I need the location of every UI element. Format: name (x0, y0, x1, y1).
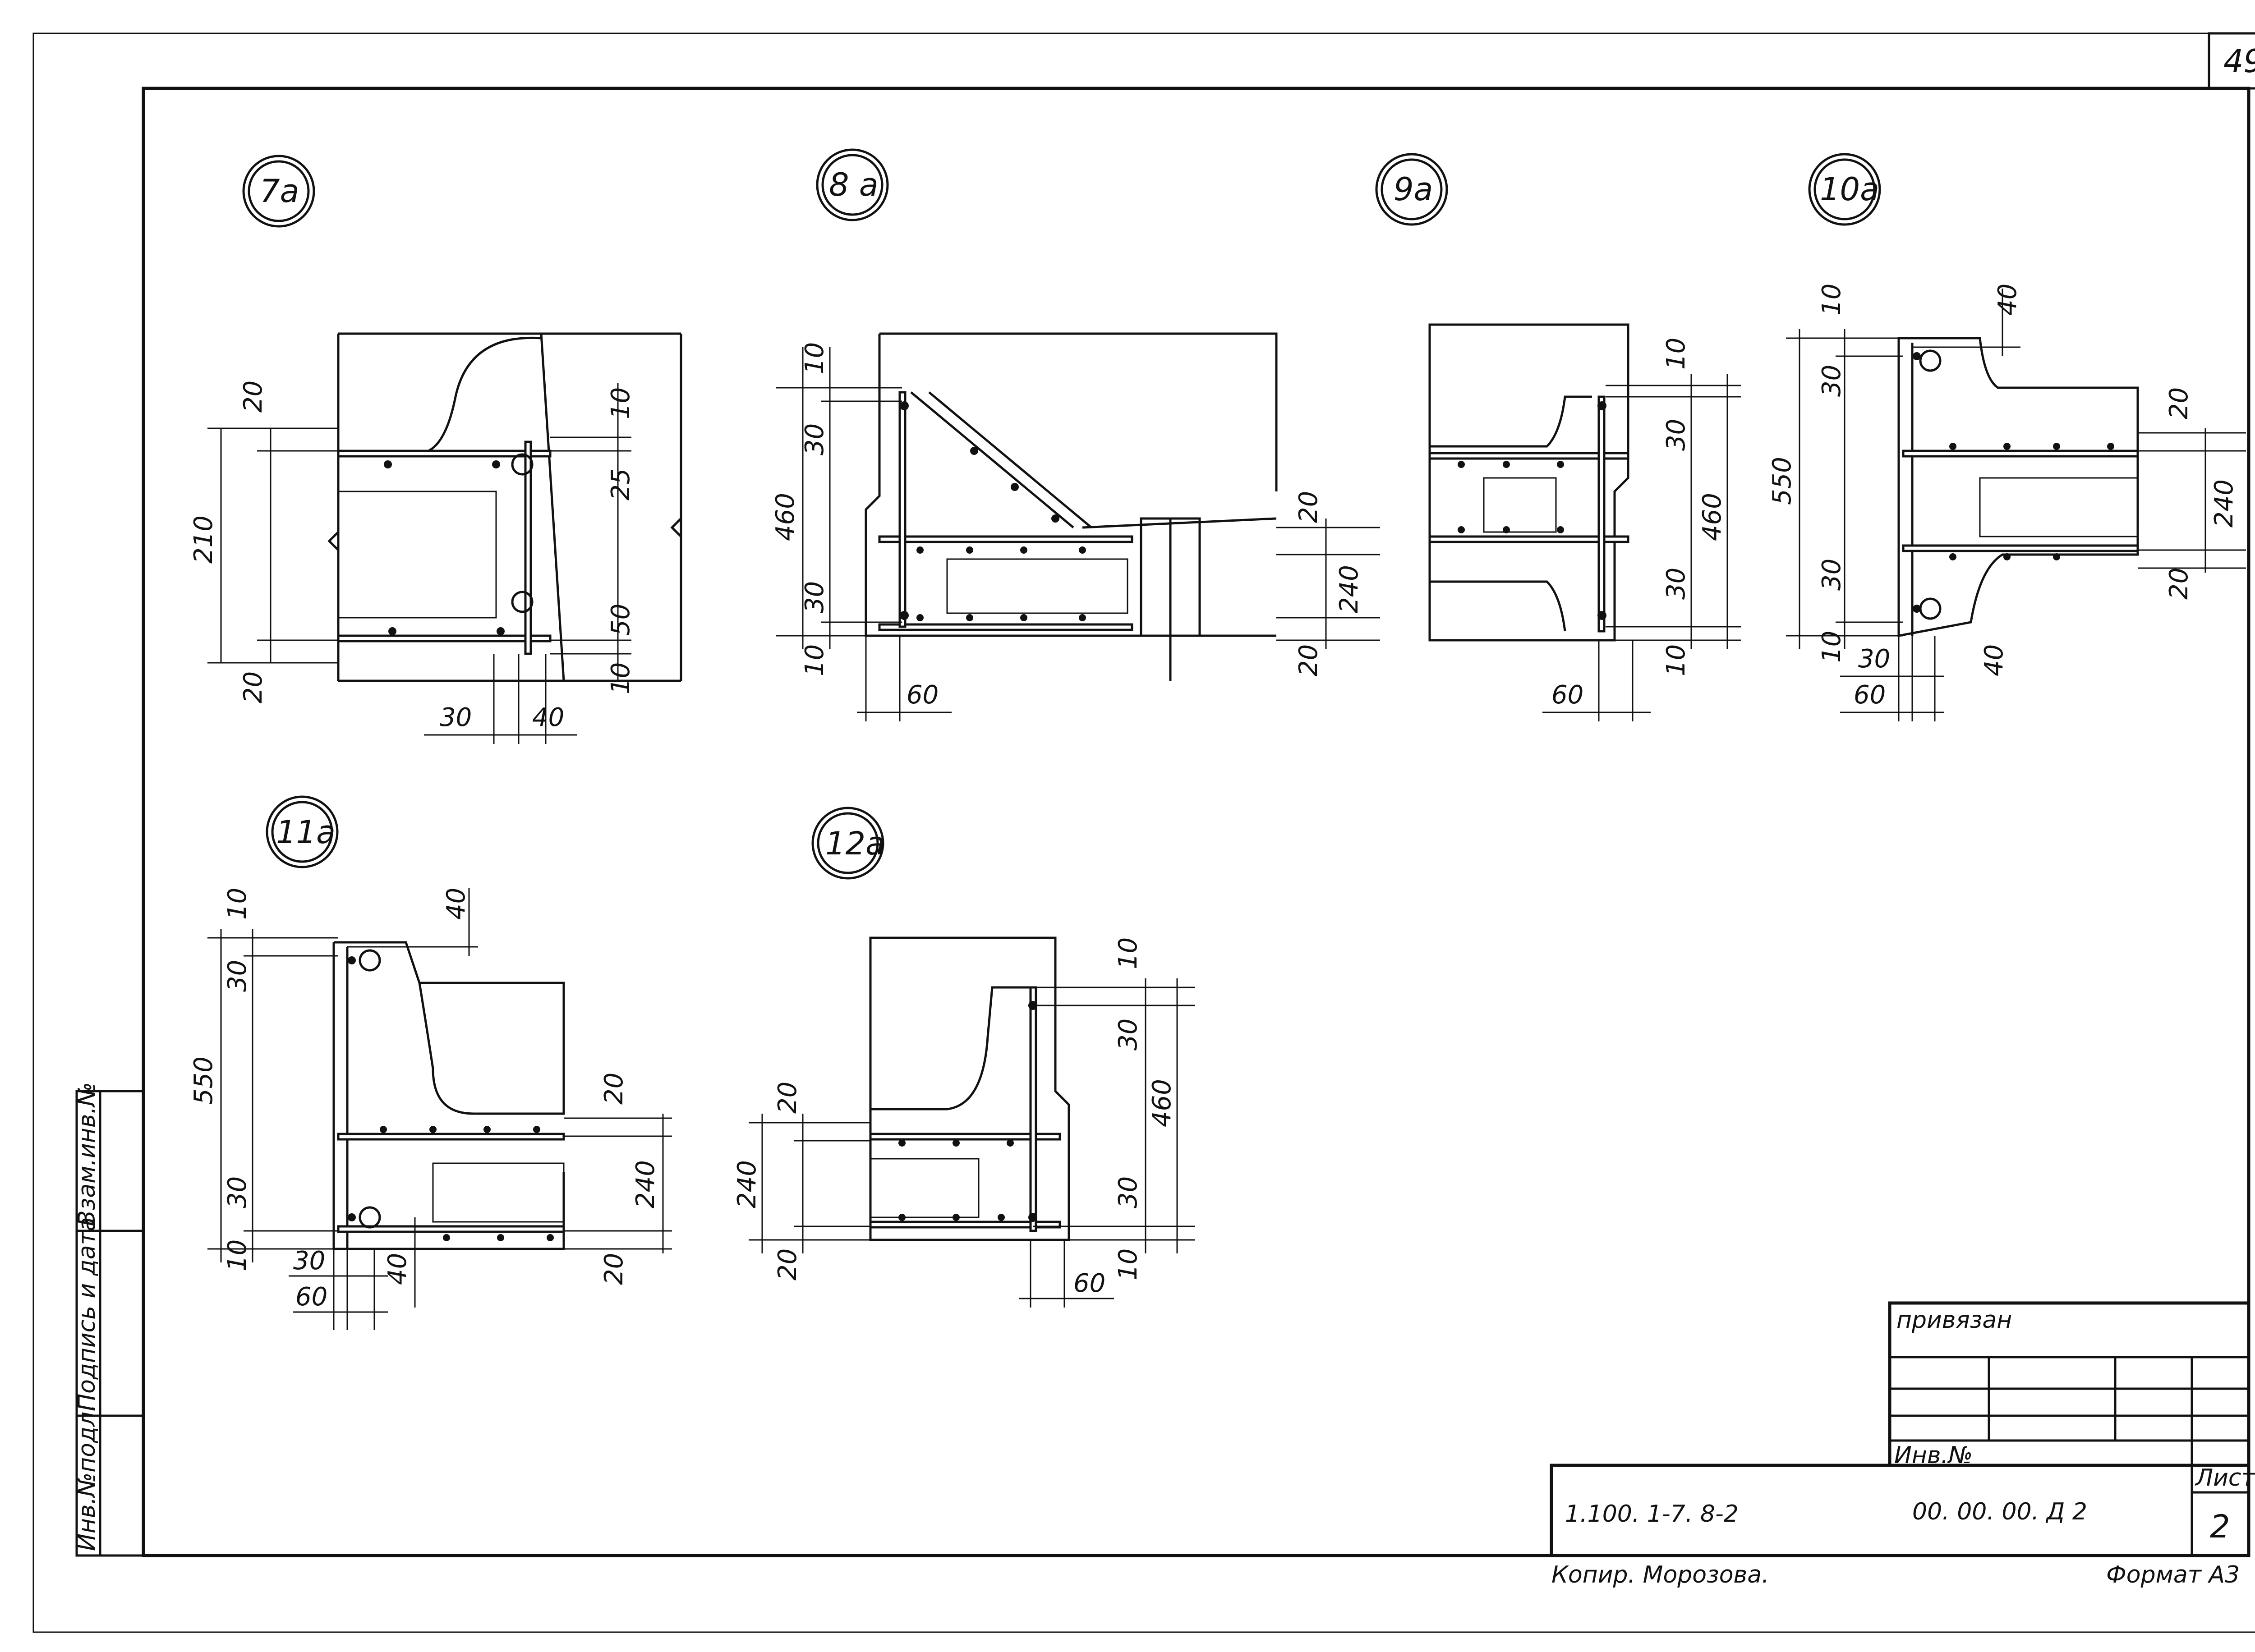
dim-10a-b1: 30 (1858, 644, 1890, 674)
detail-7a: 7a 20 210 20 10 25 50 10 (189, 155, 682, 744)
detail-label-7a: 7a (260, 173, 299, 210)
dim-11a-b2: 60 (295, 1282, 327, 1312)
dim-9a-r-lower: 30 (1661, 568, 1691, 600)
dim-12a-r-top: 10 (1114, 937, 1143, 969)
detail-8a: 8 a 10 30 460 30 10 20 240 20 (771, 148, 1380, 721)
dim-11a-r-span: 240 (631, 1160, 660, 1208)
title-doc: 00. 00. 00. Д 2 (1912, 1498, 2087, 1525)
dim-8a-r-top: 20 (1294, 491, 1323, 523)
dim-12a-l-top: 20 (773, 1082, 802, 1114)
dim-12a-l-span: 240 (732, 1160, 762, 1208)
title-sheet-number: 2 (2210, 1508, 2230, 1545)
dim-12a-l-bottom: 20 (773, 1248, 802, 1280)
detail-10a: 10a 10 30 550 30 10 40 20 240 20 (1767, 153, 2246, 721)
dim-8a-r-bottom: 20 (1294, 644, 1323, 676)
dim-12a-r-span: 460 (1147, 1079, 1177, 1127)
dim-7a-b-left: 30 (440, 703, 472, 732)
detail-label-8a: 8 a (829, 166, 879, 203)
dim-7a-r-upper: 25 (606, 468, 635, 500)
dim-8a-upper: 30 (800, 423, 829, 455)
dim-12a-r-lower: 30 (1114, 1176, 1143, 1208)
dim-11a-span: 550 (189, 1056, 218, 1105)
dim-10a-r-bottom: 20 (2164, 568, 2194, 600)
dim-12a-r-upper: 30 (1114, 1019, 1143, 1051)
title-sheet-label: Лист (2195, 1464, 2255, 1491)
inner-drawing-frame (142, 87, 2250, 1557)
dim-8a-lower: 30 (800, 581, 829, 613)
dim-7a-top: 20 (239, 381, 268, 413)
stamp-vzam-inv: Взам.инв.№ (74, 1082, 101, 1226)
dim-11a-top-right: 40 (442, 888, 471, 920)
dim-8a-b: 60 (907, 680, 939, 710)
detail-label-9a: 9a (1394, 171, 1433, 208)
dim-12a-b: 60 (1073, 1269, 1105, 1298)
dim-10a-r-top: 20 (2164, 387, 2194, 419)
dim-10a-bottom: 10 (1817, 631, 1846, 663)
detail-12a: 12a 10 30 460 30 10 20 240 20 (732, 807, 1195, 1308)
dim-10a-b-right: 40 (1979, 644, 2009, 676)
dim-8a-top: 10 (800, 342, 829, 374)
detail-11a: 11a 10 30 550 30 10 40 30 60 (189, 795, 672, 1330)
dim-11a-r-top: 20 (599, 1073, 629, 1105)
dim-7a-r-top: 10 (606, 387, 635, 419)
title-privyazan: привязан (1896, 1307, 2012, 1334)
dim-9a-r-top: 10 (1661, 338, 1691, 370)
dim-7a-r-bottom: 10 (606, 662, 635, 694)
dim-11a-lower: 30 (223, 1176, 252, 1208)
dim-11a-upper: 30 (223, 960, 252, 992)
dim-10a-r-span: 240 (2209, 479, 2239, 528)
detail-9a: 9a 10 30 460 30 10 60 (1375, 153, 1741, 721)
stamp-inv-podl: Инв.№подл. (74, 1404, 101, 1551)
title-code: 1.100. 1-7. 8-2 (1565, 1501, 1739, 1528)
detail-label-11a: 11a (276, 814, 336, 851)
dim-10a-upper: 30 (1817, 365, 1846, 397)
dim-8a-span: 460 (771, 493, 800, 541)
dim-11a-b1: 30 (293, 1246, 325, 1276)
title-block: привязан Инв.№ 1.100. 1-7. 8-2 00. 00. 0… (1550, 1301, 2255, 1557)
dim-10a-b2: 60 (1854, 680, 1886, 710)
dim-7a-bottom: 20 (239, 671, 268, 703)
dim-7a-r-lower: 50 (606, 604, 635, 636)
detail-label-12a: 12a (825, 825, 885, 862)
dim-11a-r-bottom: 20 (599, 1253, 629, 1285)
stamp-signature-date: Подпись и дата (74, 1217, 101, 1411)
page-number-box (2208, 32, 2255, 90)
dim-9a-r-bottom: 10 (1661, 644, 1691, 676)
dim-10a-lower: 30 (1817, 559, 1846, 591)
dim-8a-r-span: 240 (1335, 565, 1364, 613)
dim-12a-r-bottom: 10 (1114, 1248, 1143, 1280)
dim-11a-bottom: 10 (223, 1239, 252, 1271)
dim-9a-r-span: 460 (1698, 493, 1727, 541)
dim-9a-r-upper: 30 (1661, 419, 1691, 451)
dim-9a-b: 60 (1551, 680, 1583, 710)
dim-11a-top: 10 (223, 888, 252, 920)
side-stamp: Инв.№подл. Подпись и дата Взам.инв.№ (74, 1082, 145, 1557)
dim-8a-bottom: 10 (800, 644, 829, 676)
page-number: 49 (2223, 43, 2255, 80)
dim-10a-top-right: 40 (1993, 284, 2022, 316)
dim-7a-b-right: 40 (532, 703, 564, 732)
detail-label-10a: 10a (1820, 171, 1879, 208)
outer-sheet-border (32, 32, 2255, 1633)
footer-copied: Копир. Морозова. (1551, 1561, 1769, 1588)
dim-10a-span: 550 (1767, 457, 1797, 505)
dim-11a-b-mid: 40 (383, 1253, 412, 1285)
dim-7a-span: 210 (189, 515, 218, 564)
dim-10a-top: 10 (1817, 284, 1846, 316)
footer-format: Формат А3 (2106, 1561, 2240, 1588)
